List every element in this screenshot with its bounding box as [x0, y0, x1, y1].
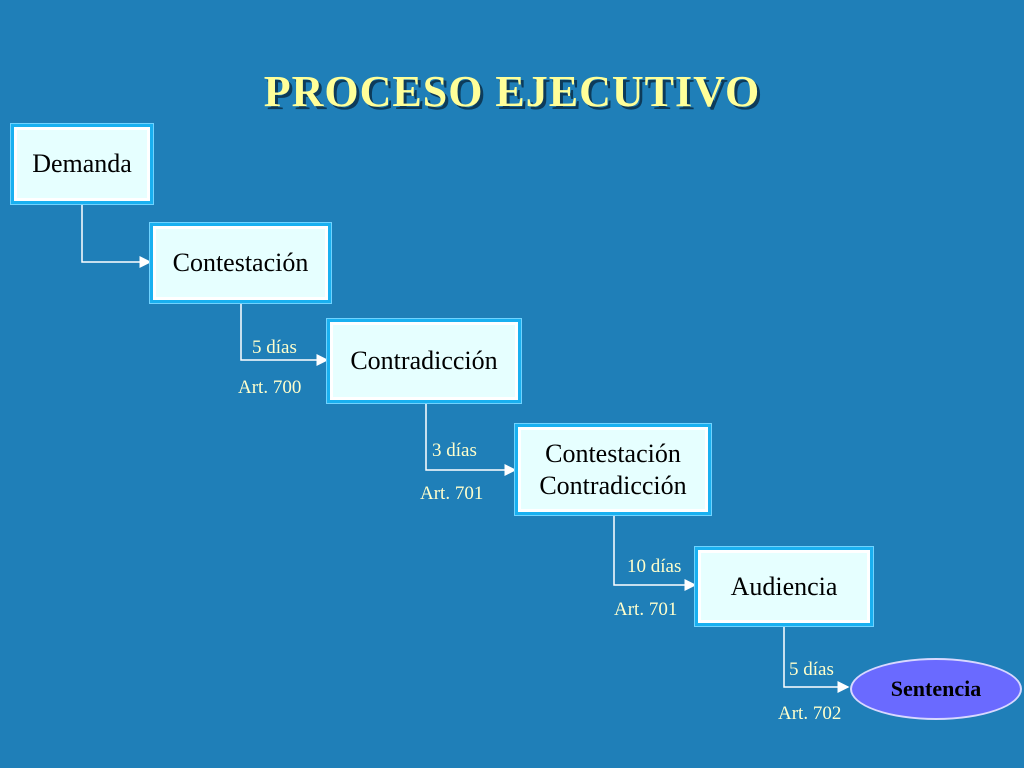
step-contestacion-contradiccion: Contestación Contradicción	[518, 427, 708, 512]
page-title: PROCESO EJECUTIVO	[263, 67, 761, 116]
transition-days-4: 5 días	[789, 659, 834, 680]
transition-article-1: Art. 700	[238, 377, 302, 398]
connector-contradiccion-contestacion-contradiccion	[425, 403, 517, 476]
step-demanda-label: Demanda	[32, 149, 132, 178]
step-audiencia: Audiencia	[698, 550, 870, 623]
connector-demanda-contestacion	[81, 203, 152, 268]
step-contradiccion: Contradicción	[330, 322, 518, 400]
transition-days-2: 3 días	[432, 440, 477, 461]
step-sentencia: Sentencia	[850, 658, 1022, 720]
step-demanda: Demanda	[14, 127, 150, 201]
step-contestacion-contradiccion-line1: Contestación	[545, 438, 681, 468]
transition-days-1: 5 días	[252, 337, 297, 358]
connector-to-sentencia	[783, 625, 850, 693]
transition-days-3: 10 días	[627, 556, 682, 577]
transition-article-4: Art. 702	[778, 703, 842, 724]
connector-contestacion-contradiccion	[240, 300, 329, 366]
step-audiencia-label: Audiencia	[730, 571, 838, 601]
transition-article-2: Art. 701	[420, 483, 484, 504]
step-sentencia-label: Sentencia	[890, 676, 982, 701]
transition-article-3: Art. 701	[614, 599, 678, 620]
connector-to-audiencia	[613, 515, 697, 591]
step-contestacion: Contestación	[153, 226, 328, 300]
step-contradiccion-label: Contradicción	[350, 346, 498, 375]
step-contestacion-label: Contestación	[172, 248, 309, 277]
step-contestacion-contradiccion-line2: Contradicción	[539, 470, 687, 500]
